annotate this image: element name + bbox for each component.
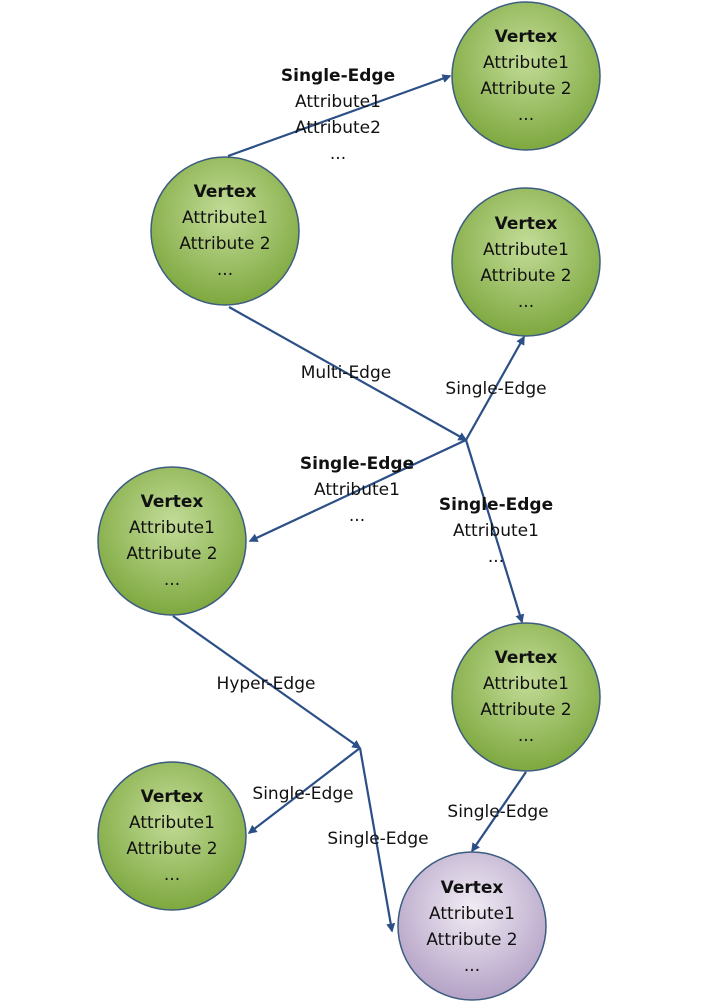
vertex-ellipsis: ...	[518, 726, 534, 746]
vertex-circle	[397, 851, 547, 1001]
single-edge-lower-right-to-bottom	[471, 771, 527, 853]
vertex-attribute2: Attribute 2	[480, 700, 571, 720]
edge-label-attribute2: Attribute2	[295, 118, 381, 138]
vertex-title: Vertex	[495, 214, 558, 234]
edge-label-title: Single-Edge	[439, 495, 553, 515]
vertex-mid-right: Vertex Attribute1 Attribute 2 ...	[451, 187, 601, 337]
vertex-attribute1: Attribute1	[182, 208, 268, 228]
vertex-attribute1: Attribute1	[129, 813, 215, 833]
edge-label-single-edge-to-bottom: Single-Edge	[447, 802, 548, 822]
vertex-ellipsis: ...	[217, 260, 233, 280]
vertex-attribute1: Attribute1	[483, 53, 569, 73]
vertex-attribute2: Attribute 2	[126, 839, 217, 859]
vertex-top-right: Vertex Attribute1 Attribute 2 ...	[451, 1, 601, 151]
vertex-title: Vertex	[141, 492, 204, 512]
edge-labels: Single-Edge Attribute1 Attribute2 ... Mu…	[217, 66, 554, 849]
edge-label-attribute1: Attribute1	[453, 521, 539, 541]
vertex-bottom: Vertex Attribute1 Attribute 2 ...	[397, 851, 547, 1001]
vertex-ellipsis: ...	[464, 956, 480, 976]
vertex-circle	[97, 761, 247, 911]
vertex-circle	[451, 187, 601, 337]
vertex-root: Vertex Attribute1 Attribute 2 ...	[150, 156, 300, 306]
vertex-bottom-left: Vertex Attribute1 Attribute 2 ...	[97, 761, 247, 911]
edge-label-title: Single-Edge	[300, 454, 414, 474]
edge-label-title: Single-Edge	[281, 66, 395, 86]
multi-edge-root-to-junction	[228, 306, 468, 441]
vertices: Vertex Attribute1 Attribute 2 ... Vertex…	[97, 1, 601, 1001]
vertex-circle	[451, 1, 601, 151]
vertex-ellipsis: ...	[518, 292, 534, 312]
edge-label-hyper-edge: Hyper-Edge	[217, 674, 316, 694]
edge-label-attribute1: Attribute1	[295, 92, 381, 112]
vertex-circle	[150, 156, 300, 306]
vertex-attribute2: Attribute 2	[126, 544, 217, 564]
edge-label-single-edge-up-right: Single-Edge	[445, 379, 546, 399]
vertex-circle	[97, 466, 247, 616]
vertex-attribute1: Attribute1	[129, 518, 215, 538]
single-edge-junction-to-mid-right	[465, 335, 525, 441]
vertex-title: Vertex	[194, 182, 257, 202]
single-edge-junction-to-mid-left	[248, 439, 467, 542]
edge-label-single-edge-down-right: Single-Edge Attribute1 ...	[439, 495, 553, 567]
vertex-attribute2: Attribute 2	[480, 266, 571, 286]
edge-label-multi-edge: Multi-Edge	[301, 363, 391, 383]
vertex-title: Vertex	[495, 648, 558, 668]
vertex-attribute2: Attribute 2	[426, 930, 517, 950]
edges	[172, 74, 527, 933]
vertex-ellipsis: ...	[518, 105, 534, 125]
edge-label-single-edge-hyper-down: Single-Edge	[327, 829, 428, 849]
edge-label-single-edge-left: Single-Edge Attribute1 ...	[300, 454, 414, 526]
edge-label-single-edge-hyper-left: Single-Edge	[252, 784, 353, 804]
vertex-circle	[451, 622, 601, 772]
edge-label-single-edge-top: Single-Edge Attribute1 Attribute2 ...	[281, 66, 395, 164]
single-edge-root-to-top-right	[227, 74, 452, 158]
vertex-attribute2: Attribute 2	[179, 234, 270, 254]
edge-label-ellipsis: ...	[330, 144, 346, 164]
single-edge-hyper-to-bottom-left	[247, 747, 361, 834]
vertex-mid-left: Vertex Attribute1 Attribute 2 ...	[97, 466, 247, 616]
single-edge-junction-to-lower-right	[464, 439, 525, 624]
edge-label-ellipsis: ...	[488, 547, 504, 567]
vertex-title: Vertex	[495, 27, 558, 47]
vertex-lower-right: Vertex Attribute1 Attribute 2 ...	[451, 622, 601, 772]
vertex-ellipsis: ...	[164, 570, 180, 590]
hyper-edge-mid-left-to-junction	[172, 615, 362, 749]
vertex-attribute1: Attribute1	[483, 674, 569, 694]
vertex-ellipsis: ...	[164, 865, 180, 885]
vertex-title: Vertex	[441, 878, 504, 898]
edge-label-ellipsis: ...	[349, 506, 365, 526]
vertex-attribute1: Attribute1	[483, 240, 569, 260]
vertex-attribute1: Attribute1	[429, 904, 515, 924]
vertex-title: Vertex	[141, 787, 204, 807]
single-edge-hyper-to-bottom	[358, 747, 396, 933]
edge-label-attribute1: Attribute1	[314, 480, 400, 500]
vertex-attribute2: Attribute 2	[480, 79, 571, 99]
